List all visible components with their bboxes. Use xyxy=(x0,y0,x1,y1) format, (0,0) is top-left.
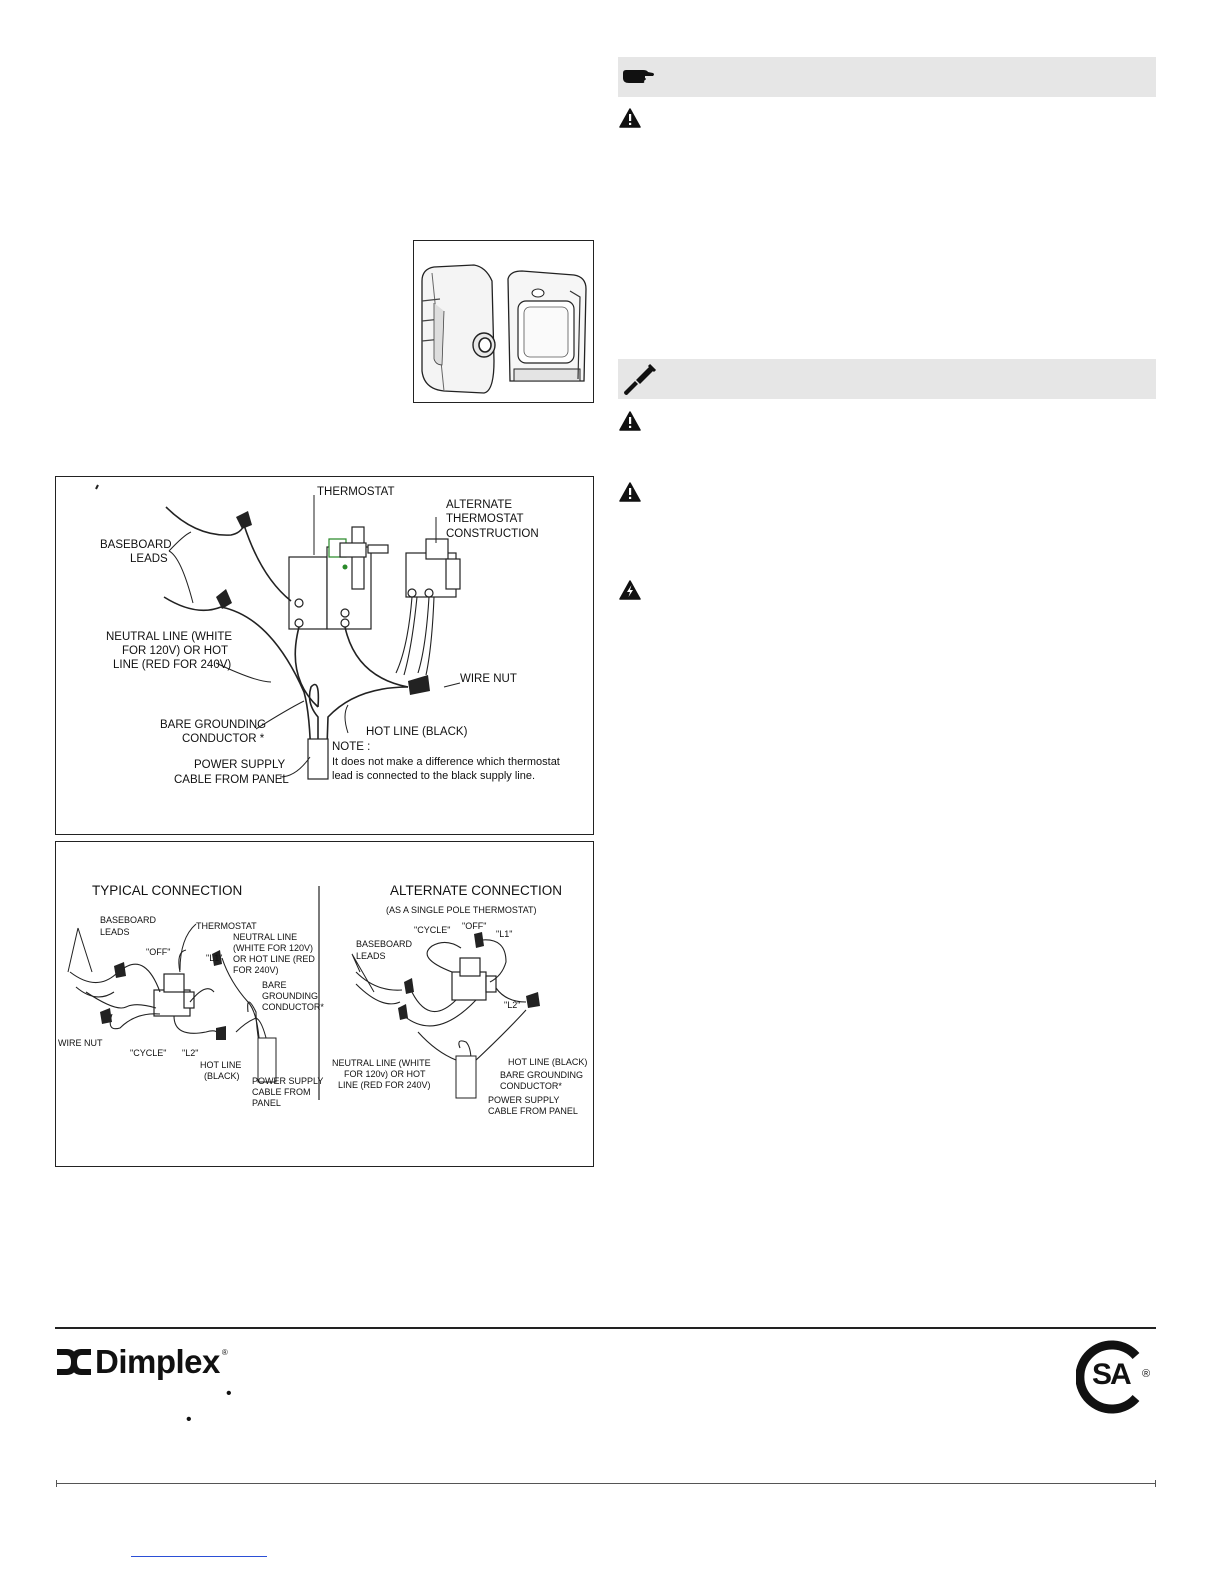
typical-neutral-label-4: FOR 240V) xyxy=(233,965,279,975)
bottom-rule-tick-left xyxy=(56,1480,57,1487)
csa-certification-mark: SA ® xyxy=(1075,1338,1156,1416)
alternate-connection-subtitle: (AS A SINGLE POLE THERMOSTAT) xyxy=(386,905,537,915)
label-bare-grounding: BARE GROUNDING xyxy=(160,719,266,731)
label-hot-line: HOT LINE (BLACK) xyxy=(366,726,468,738)
typical-l2-label: "L2" xyxy=(182,1048,198,1058)
label-power-supply-2: CABLE FROM PANEL xyxy=(174,774,289,786)
label-neutral-line-3: LINE (RED FOR 240V) xyxy=(113,659,231,671)
note-bar xyxy=(618,57,1156,97)
typical-bare-label: BARE xyxy=(262,980,287,990)
typical-hot-label: HOT LINE xyxy=(200,1060,241,1070)
label-note-line2: lead is connected to the black supply li… xyxy=(332,770,535,782)
typical-cycle-label: "CYCLE" xyxy=(130,1048,166,1058)
alternate-bare-label-2: CONDUCTOR* xyxy=(500,1081,562,1091)
label-wire-nut: WIRE NUT xyxy=(460,673,517,685)
typical-connection-title: TYPICAL CONNECTION xyxy=(92,883,242,898)
typical-power-label-3: PANEL xyxy=(252,1098,281,1108)
alternate-bare-label: BARE GROUNDING xyxy=(500,1070,583,1080)
alternate-l2-label: "L2" xyxy=(504,1000,520,1010)
registered-mark: ® xyxy=(221,1348,228,1357)
label-baseboard-leads: BASEBOARD xyxy=(100,539,172,551)
dimplex-logo: Dimplex ® xyxy=(55,1343,228,1380)
dimplex-logo-mark-icon xyxy=(57,1349,91,1375)
wiring-diagram-figure: THERMOSTAT ALTERNATE THERMOSTAT CONSTRUC… xyxy=(55,476,594,835)
alternate-neutral-label: NEUTRAL LINE (WHITE xyxy=(332,1058,431,1068)
alternate-power-label-2: CABLE FROM PANEL xyxy=(488,1106,578,1116)
alternate-hot-label: HOT LINE (BLACK) xyxy=(508,1057,587,1067)
label-baseboard-leads-line2: LEADS xyxy=(130,553,168,565)
typical-thermostat-label: THERMOSTAT xyxy=(196,921,257,931)
typical-l1-label: "L1" xyxy=(206,953,222,963)
typical-neutral-label-2: (WHITE FOR 120V) xyxy=(233,943,313,953)
label-power-supply: POWER SUPPLY xyxy=(194,759,285,771)
installation-bar xyxy=(618,359,1156,399)
warning-triangle-icon xyxy=(619,482,641,502)
typical-bare-label-2: GROUNDING xyxy=(262,991,318,1001)
thermostat-product-image xyxy=(413,240,594,403)
typical-power-label-2: CABLE FROM xyxy=(252,1087,311,1097)
label-thermostat: THERMOSTAT xyxy=(317,486,395,498)
typical-hot-label-2: (BLACK) xyxy=(204,1071,240,1081)
pointing-hand-icon xyxy=(623,70,654,83)
label-alternate-thermostat: ALTERNATE xyxy=(446,499,512,511)
alternate-baseboard-label-2: LEADS xyxy=(356,951,386,961)
dimplex-wordmark: Dimplex xyxy=(95,1343,220,1380)
connection-diagram-figure: TYPICAL CONNECTION BASEBOARD LEADS xyxy=(55,841,594,1167)
typical-wire-nut-label: WIRE NUT xyxy=(58,1038,103,1048)
label-alternate-thermostat-line3: CONSTRUCTION xyxy=(446,528,539,540)
label-bare-grounding-2: CONDUCTOR * xyxy=(182,733,265,745)
screwdriver-icon xyxy=(624,363,657,395)
typical-wiring-drawing xyxy=(67,923,277,1083)
bottom-rule xyxy=(56,1483,1156,1484)
footer-rule xyxy=(55,1327,1156,1329)
electric-shock-icon xyxy=(619,580,641,600)
label-alternate-thermostat-line2: THERMOSTAT xyxy=(446,513,524,525)
warning-triangle-icon xyxy=(619,108,641,128)
footer-bullet: • xyxy=(186,1411,192,1428)
typical-baseboard-label: BASEBOARD xyxy=(100,915,157,925)
typical-off-label: "OFF" xyxy=(146,947,170,957)
typical-neutral-label-3: OR HOT LINE (RED xyxy=(233,954,315,964)
typical-power-label: POWER SUPPLY xyxy=(252,1076,323,1086)
footer-bullet: • xyxy=(226,1385,232,1402)
alternate-power-label: POWER SUPPLY xyxy=(488,1095,559,1105)
label-note-line1: It does not make a difference which ther… xyxy=(332,756,560,768)
alternate-cycle-label: "CYCLE" xyxy=(414,925,450,935)
alternate-neutral-label-3: LINE (RED FOR 240V) xyxy=(338,1080,431,1090)
alternate-wiring-drawing xyxy=(351,932,540,1099)
csa-letters: SA xyxy=(1092,1358,1132,1391)
alternate-connection-title: ALTERNATE CONNECTION xyxy=(390,883,562,898)
typical-neutral-label: NEUTRAL LINE xyxy=(233,932,297,942)
typical-baseboard-label-2: LEADS xyxy=(100,927,130,937)
alternate-l1-label: "L1" xyxy=(496,929,512,939)
csa-registered-mark: ® xyxy=(1142,1368,1151,1380)
label-neutral-line: NEUTRAL LINE (WHITE xyxy=(106,631,232,643)
label-neutral-line-2: FOR 120V) OR HOT xyxy=(122,645,228,657)
label-note-title: NOTE : xyxy=(332,741,370,753)
website-link[interactable] xyxy=(131,1556,267,1557)
warning-triangle-icon xyxy=(619,411,641,431)
alternate-off-label: "OFF" xyxy=(462,921,486,931)
alternate-neutral-label-2: FOR 120v) OR HOT xyxy=(344,1069,426,1079)
bottom-rule-tick-right xyxy=(1155,1480,1156,1487)
typical-bare-label-3: CONDUCTOR* xyxy=(262,1002,324,1012)
alternate-baseboard-label: BASEBOARD xyxy=(356,939,413,949)
